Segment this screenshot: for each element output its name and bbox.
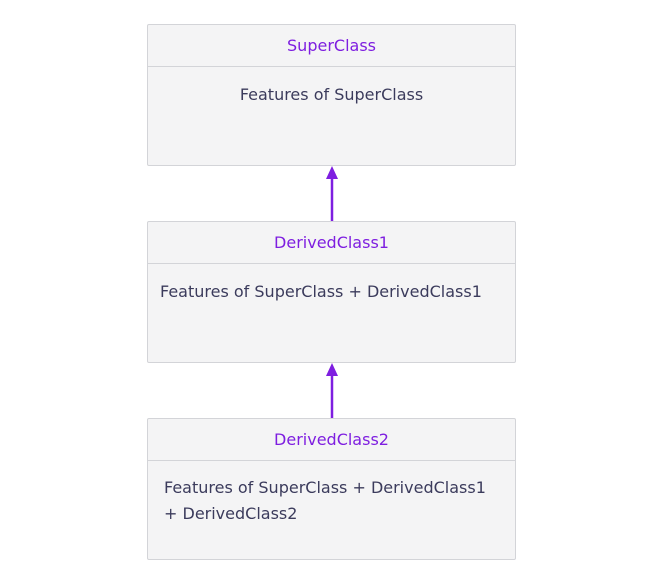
superclass-box: SuperClass Features of SuperClass (147, 24, 516, 166)
derivedclass2-name: DerivedClass2 (148, 419, 515, 461)
superclass-features: Features of SuperClass (239, 85, 424, 104)
derivedclass2-box: DerivedClass2 Features of SuperClass + D… (147, 418, 516, 560)
derivedclass1-box: DerivedClass1 Features of SuperClass + D… (147, 221, 516, 363)
arrow-derived2-to-derived1 (326, 363, 338, 418)
superclass-name: SuperClass (148, 25, 515, 67)
derivedclass2-features: Features of SuperClass + DerivedClass1 +… (148, 461, 515, 527)
arrow-derived1-to-superclass (326, 166, 338, 221)
derivedclass2-features-line1: Features of SuperClass + DerivedClass1 (164, 478, 486, 497)
derivedclass1-features: Features of SuperClass + DerivedClass1 (160, 282, 482, 301)
derivedclass1-name: DerivedClass1 (148, 222, 515, 264)
derivedclass2-features-line2: + DerivedClass2 (164, 504, 298, 523)
